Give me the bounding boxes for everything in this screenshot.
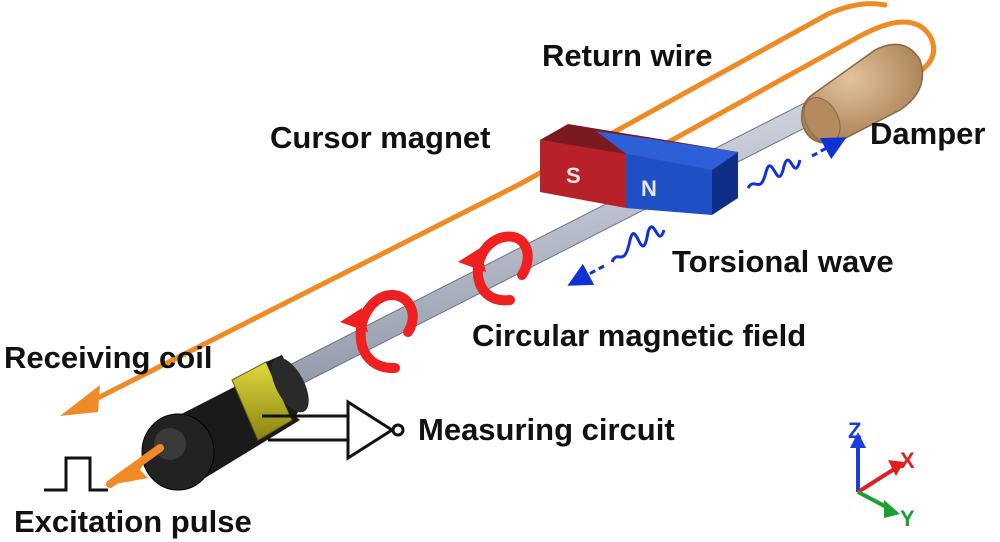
damper-label: Damper bbox=[870, 116, 986, 151]
circular-field-arrow-1 bbox=[458, 231, 533, 306]
coordinate-axes: Z X Y bbox=[848, 418, 915, 531]
excitation-pulse bbox=[44, 444, 164, 492]
torsional-wave-label: Torsional wave bbox=[672, 244, 894, 279]
damper bbox=[800, 43, 924, 144]
torsional-wave-left bbox=[567, 225, 666, 286]
receiving-coil bbox=[141, 355, 309, 491]
cursor-magnet: S N bbox=[540, 124, 738, 215]
return-wire-arrowhead bbox=[60, 385, 100, 416]
return-wire-label: Return wire bbox=[542, 38, 713, 73]
axis-y-label: Y bbox=[900, 506, 915, 531]
circular-field-label: Circular magnetic field bbox=[472, 318, 807, 353]
cursor-magnet-label: Cursor magnet bbox=[270, 120, 491, 155]
circular-field-arrow-2 bbox=[340, 290, 418, 374]
excitation-pulse-label: Excitation pulse bbox=[14, 504, 252, 539]
return-wire bbox=[60, 1, 937, 416]
axis-x-label: X bbox=[900, 448, 915, 473]
measuring-circuit bbox=[262, 399, 405, 461]
measuring-circuit-label: Measuring circuit bbox=[418, 412, 675, 447]
axis-z-label: Z bbox=[848, 418, 861, 443]
magnet-north-label: N bbox=[641, 176, 657, 201]
magnet-south-label: S bbox=[566, 163, 581, 188]
receiving-coil-label: Receiving coil bbox=[4, 340, 213, 375]
torsional-wave-right bbox=[746, 137, 847, 189]
